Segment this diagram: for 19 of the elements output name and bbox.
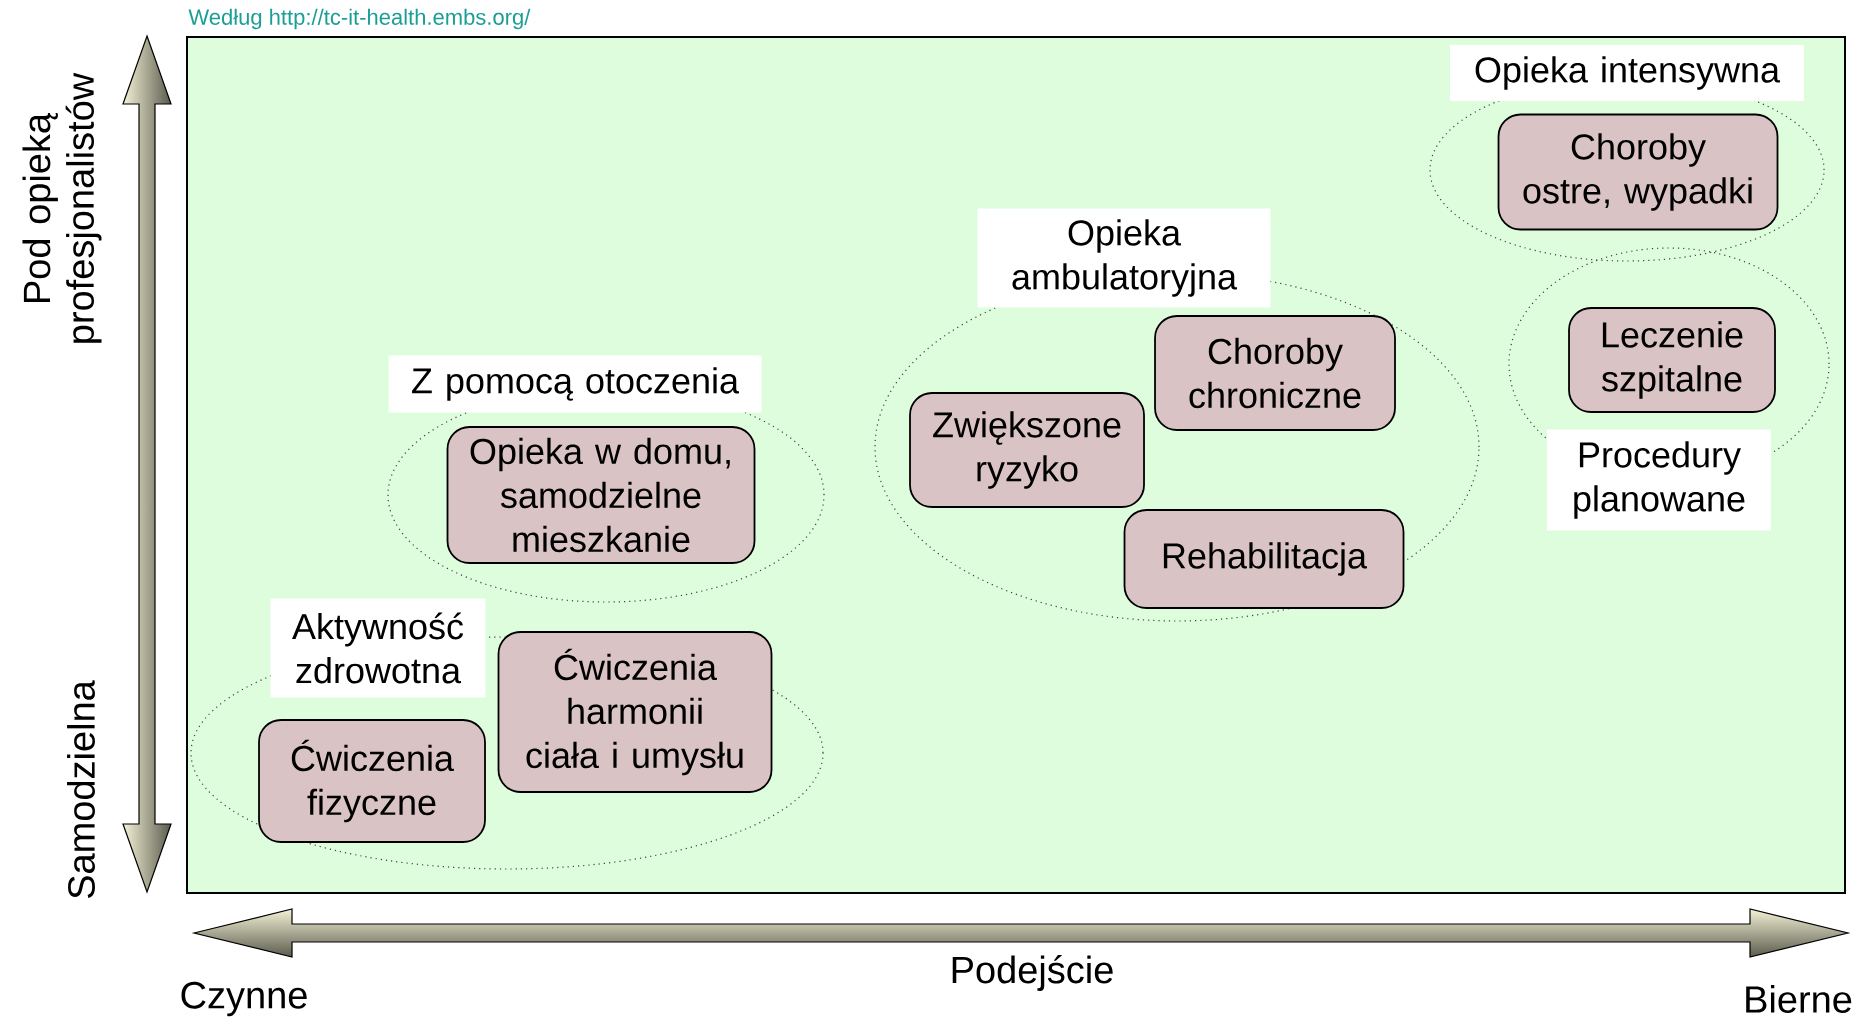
- axis-label: Pod opieką profesjonalistów: [22, 72, 102, 343]
- rounded-box: Choroby ostre, wypadki: [1497, 113, 1779, 231]
- source-link: Według http://tc-it-health.embs.org/: [188, 8, 531, 30]
- axis-label: Samodzielna: [67, 680, 95, 899]
- axis-label: Podejście: [952, 955, 1113, 991]
- rounded-box: Rehabilitacja: [1123, 509, 1405, 609]
- axis-label: Czynne: [181, 981, 307, 1017]
- axis-label: Bierne: [1746, 985, 1852, 1013]
- group-label: Z pomocą otoczenia: [388, 355, 762, 413]
- rounded-box: Leczenie szpitalne: [1568, 307, 1776, 413]
- group-label: Opieka ambulatoryjna: [977, 208, 1271, 308]
- rounded-box: Ćwiczenia fizyczne: [258, 719, 486, 843]
- rounded-box: Opieka w domu, samodzielne mieszkanie: [446, 426, 756, 564]
- rounded-box: Ćwiczenia harmonii ciała i umysłu: [497, 631, 773, 793]
- rounded-box: Zwiększone ryzyko: [909, 392, 1145, 508]
- rounded-box: Choroby chroniczne: [1154, 315, 1396, 431]
- group-label: Opieka intensywna: [1450, 45, 1804, 101]
- group-label: Procedury planowane: [1547, 429, 1771, 531]
- group-label: Aktywność zdrowotna: [270, 598, 486, 698]
